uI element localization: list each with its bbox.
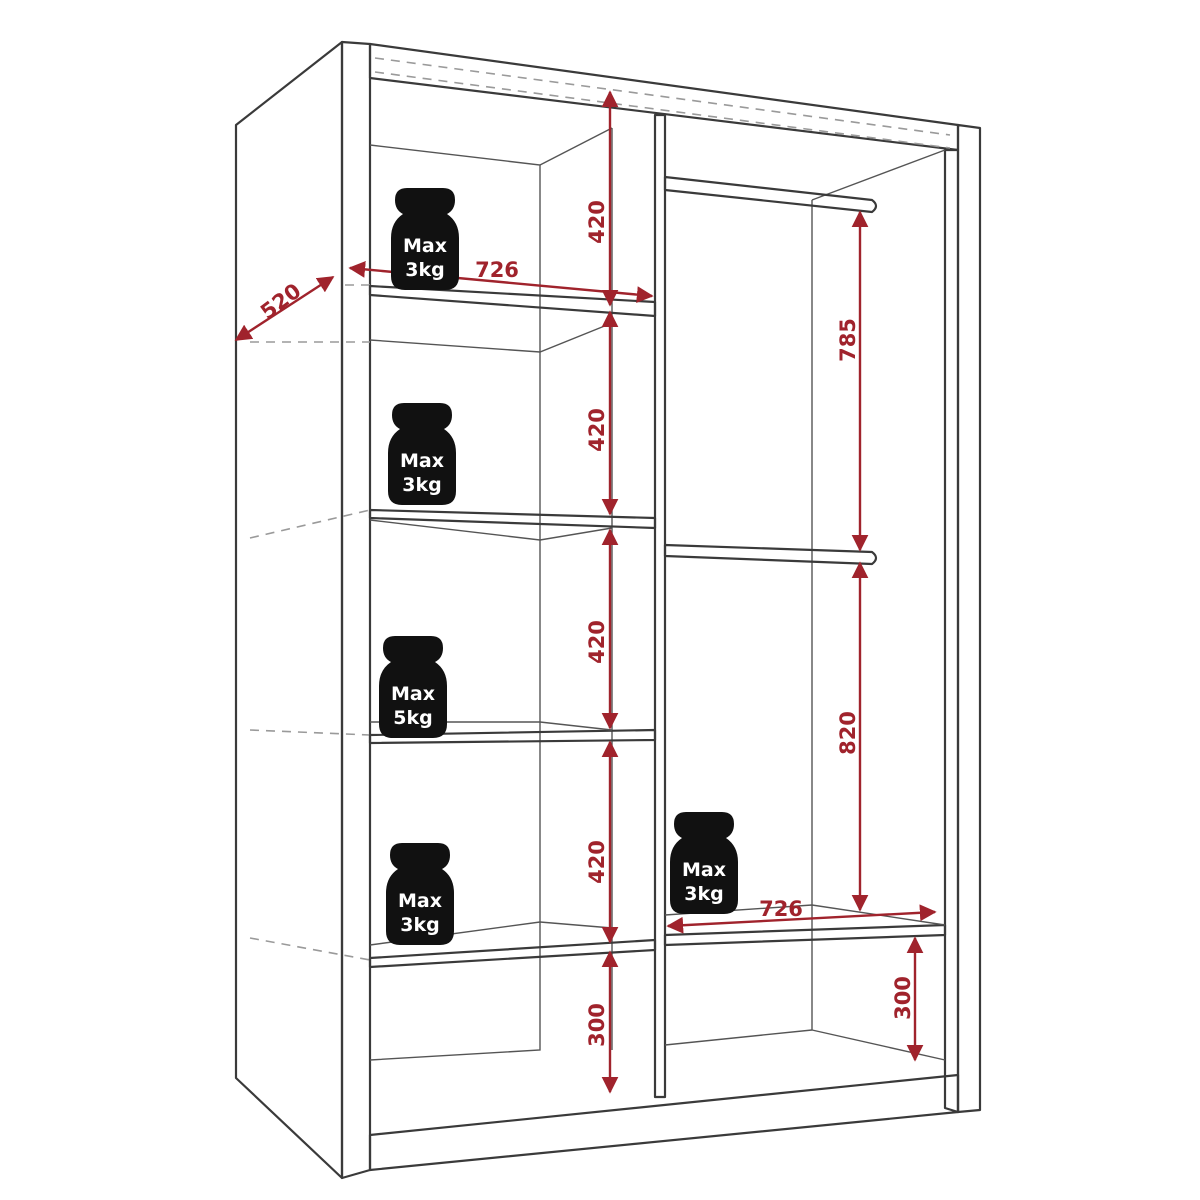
weight-icon: Max 3kg [388, 403, 456, 505]
shelf-width-right-label: 726 [759, 897, 803, 921]
left-gap-label-1: 420 [585, 200, 609, 244]
weight-label-line2: 5kg [393, 707, 432, 729]
weight-label-line1: Max [400, 450, 444, 472]
right-upper-gap-label: 785 [836, 318, 860, 362]
shelf-width-left-label: 726 [475, 258, 519, 282]
depth-dimension-line [234, 275, 335, 342]
left-gap-label-4: 420 [585, 840, 609, 884]
weight-icon: Max 3kg [391, 188, 459, 290]
left-gap-label-5: 300 [585, 1003, 609, 1047]
weight-label-line2: 3kg [400, 914, 439, 936]
weight-icon: Max 5kg [379, 636, 447, 738]
wardrobe-frame [234, 40, 982, 1180]
weight-label-line1: Max [398, 890, 442, 912]
hanging-rails [663, 175, 878, 566]
weight-label-line1: Max [391, 683, 435, 705]
weight-icon: Max 3kg [386, 843, 454, 945]
weight-icon: Max 3kg [670, 812, 738, 914]
weight-label-line1: Max [682, 859, 726, 881]
depth-guides [249, 284, 371, 961]
weight-label-line1: Max [403, 235, 447, 257]
left-gap-label-2: 420 [585, 408, 609, 452]
weight-label-line2: 3kg [405, 259, 444, 281]
shelf-width-right-dimension-line [666, 904, 937, 934]
weight-label-line2: 3kg [684, 883, 723, 905]
weight-label-line2: 3kg [402, 474, 441, 496]
dimension-labels: 520 726 726 420 420 420 420 300 785 820 … [256, 200, 915, 1047]
right-middle-gap-label: 820 [836, 711, 860, 755]
sliding-door-rail [374, 57, 951, 149]
left-gap-label-3: 420 [585, 620, 609, 664]
right-bottom-gap-label: 300 [891, 976, 915, 1020]
depth-label: 520 [256, 279, 305, 325]
